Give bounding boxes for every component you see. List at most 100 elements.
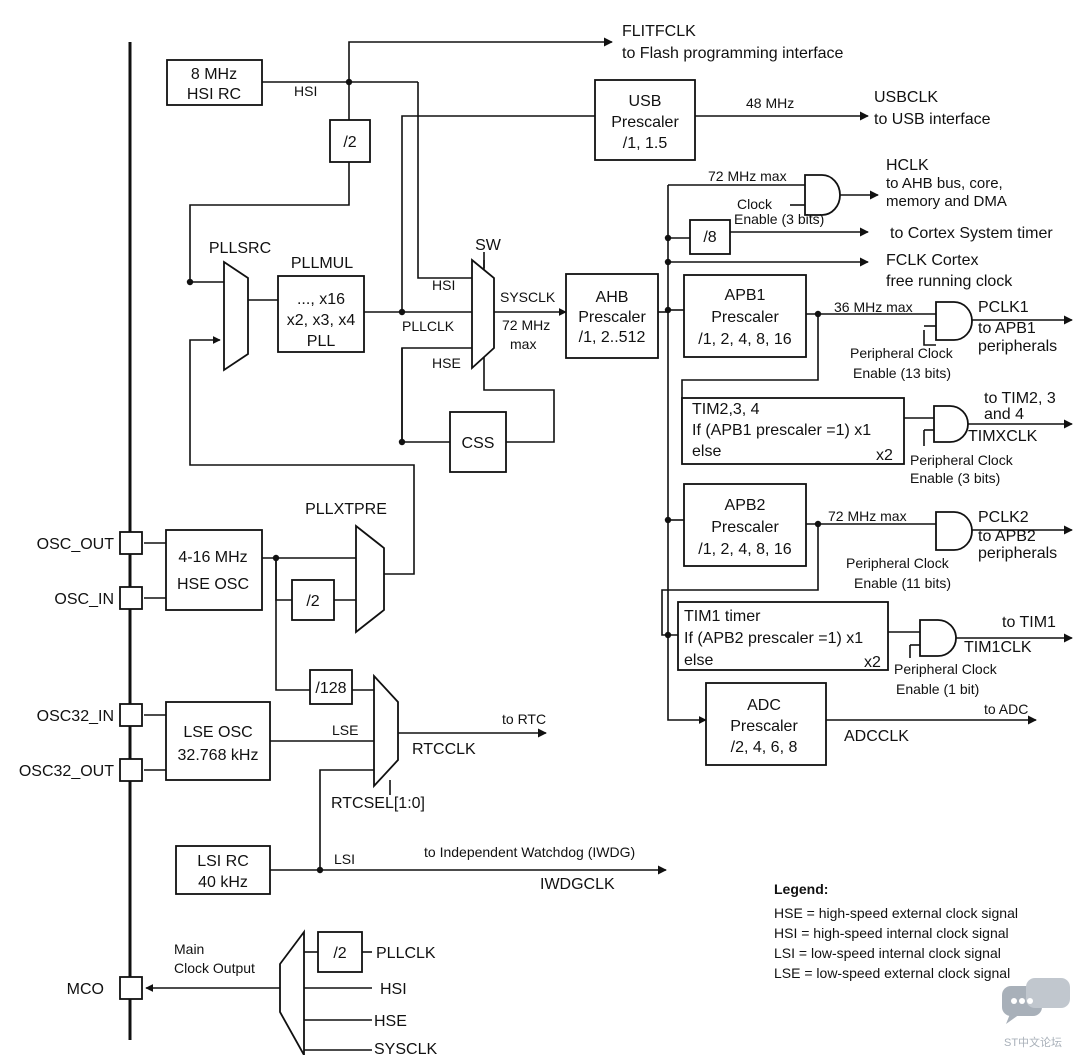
div128-label: /128 xyxy=(315,680,346,697)
iwdg-dest-label: to Independent Watchdog (IWDG) xyxy=(424,844,635,860)
pllxtpre-to-pllsrc xyxy=(189,336,415,575)
lse-osc-label-2: 32.768 kHz xyxy=(178,747,259,764)
lsi-to-rtc xyxy=(319,769,374,870)
apb1-label-1: APB1 xyxy=(725,287,766,304)
hse-to-div128 xyxy=(275,558,310,691)
rtcsel-mux xyxy=(373,673,399,789)
pllxtpre-mux xyxy=(355,524,385,634)
blocks xyxy=(119,59,973,1055)
sw-hsi-label: HSI xyxy=(432,277,455,293)
div8-box xyxy=(689,219,731,255)
sw-label: SW xyxy=(475,237,502,254)
usb-label-2: Prescaler xyxy=(611,114,679,131)
div8-label: /8 xyxy=(703,229,716,246)
ahb-label-3: /1, 2..512 xyxy=(579,329,646,346)
hsi-rc-box xyxy=(166,59,263,106)
lse-osc-box xyxy=(165,701,271,781)
lsi-rc-box xyxy=(175,845,271,895)
hse-div2-box xyxy=(291,579,335,621)
pce-13-label-1: Peripheral Clock xyxy=(850,345,954,361)
osc32-in-label: OSC32_IN xyxy=(37,708,114,725)
timxclk-label: TIMXCLK xyxy=(968,428,1038,445)
flitfclk-label: FLITFCLK xyxy=(622,23,696,40)
legend-hse: HSE = high-speed external clock signal xyxy=(774,905,1018,921)
pllsrc-mux xyxy=(223,260,249,372)
apb2-prescaler-box xyxy=(683,483,807,567)
pclk1-dest-1: to APB1 xyxy=(978,320,1036,337)
watermark-logo: ST中文论坛 xyxy=(1002,978,1070,1049)
pclk1-dest-2: peripherals xyxy=(978,338,1057,355)
osc32-out-pin xyxy=(119,758,143,782)
hclk-dest-1: to AHB bus, core, xyxy=(886,175,1003,192)
fclk-label-1: FCLK Cortex xyxy=(886,252,978,269)
mco-pin xyxy=(119,976,143,1000)
hclk-and-gate xyxy=(804,174,841,216)
apb2-label-2: Prescaler xyxy=(711,519,779,536)
lsi-rc-label-1: LSI RC xyxy=(197,853,249,870)
tim1clk-label: TIM1CLK xyxy=(964,639,1032,656)
clock-enable-1: Clock xyxy=(737,196,773,212)
pclk2-dest-1: to APB2 xyxy=(978,528,1036,545)
usb-interface-label: to USB interface xyxy=(874,111,991,128)
cortex-timer-label: to Cortex System timer xyxy=(890,225,1053,242)
pllmul-label: PLLMUL xyxy=(291,255,353,272)
mco-caption-2: Clock Output xyxy=(174,960,255,976)
usb-freq-label: 48 MHz xyxy=(746,95,794,111)
tim1clk-and-gate xyxy=(919,619,957,657)
sw-mux xyxy=(471,258,495,371)
pce-1-label-2: Enable (1 bit) xyxy=(896,681,979,697)
rtcclk-label: RTCCLK xyxy=(412,741,476,758)
legend-lsi: LSI = low-speed internal clock signal xyxy=(774,945,1001,961)
pclk2-and-gate xyxy=(935,511,973,551)
mco-caption-1: Main xyxy=(174,941,204,957)
sysclk-max-1: 72 MHz xyxy=(502,317,550,333)
osc32-out-label: OSC32_OUT xyxy=(19,763,114,780)
legend-title: Legend: xyxy=(774,881,828,897)
sw-hse-label: HSE xyxy=(432,355,461,371)
tim234-dest-1: to TIM2, 3 xyxy=(984,390,1056,407)
div128-box xyxy=(309,669,353,705)
usb-prescaler-box xyxy=(594,79,696,161)
apb1-label-2: Prescaler xyxy=(711,309,779,326)
timxclk-and-gate xyxy=(933,405,969,443)
hclk-label: HCLK xyxy=(886,157,929,174)
mco-pin-label: MCO xyxy=(67,981,104,998)
pclk1-and-gate xyxy=(935,301,973,341)
hsi-wire-label: HSI xyxy=(294,83,317,99)
mco-hse-label: HSE xyxy=(374,1013,407,1030)
hse-osc-label-1: 4-16 MHz xyxy=(178,549,247,566)
pclk1-label: PCLK1 xyxy=(978,299,1029,316)
hsi-rc-label-2: HSI RC xyxy=(187,86,241,103)
osc-in-label: OSC_IN xyxy=(54,591,114,608)
hsi-div2-box xyxy=(329,119,371,163)
apb2-label-1: APB2 xyxy=(725,497,766,514)
pce-13-label-2: Enable (13 bits) xyxy=(853,365,951,381)
hsi-div2-to-pllsrc xyxy=(189,162,350,283)
mco-div2-label: /2 xyxy=(333,945,346,962)
adc-label-2: Prescaler xyxy=(730,718,798,735)
lse-osc-label-1: LSE OSC xyxy=(183,724,252,741)
pll-label-1: ..., x16 xyxy=(297,291,345,308)
hclk-max-label: 72 MHz max xyxy=(708,168,787,184)
mco-pllclk-label: PLLCLK xyxy=(376,945,436,962)
apb1-label-3: /1, 2, 4, 8, 16 xyxy=(698,331,792,348)
tim1-multiplier-box xyxy=(677,601,889,671)
flitfclk-wire xyxy=(348,37,613,82)
hsi-rc-label-1: 8 MHz xyxy=(191,66,237,83)
osc32-in-pin xyxy=(119,703,143,727)
mco-sysclk-label: SYSCLK xyxy=(374,1041,437,1055)
labels: 8 MHz HSI RC /2 USB Prescaler /1, 1.5 PL… xyxy=(19,23,1057,1055)
css-box xyxy=(449,411,507,473)
osc-out-label: OSC_OUT xyxy=(37,536,115,553)
pclk2-dest-2: peripherals xyxy=(978,545,1057,562)
adc-prescaler-box xyxy=(705,682,827,766)
pllsrc-label: PLLSRC xyxy=(209,240,271,257)
tim234-multiplier-box xyxy=(681,397,905,465)
apb2-label-3: /1, 2, 4, 8, 16 xyxy=(698,541,792,558)
adc-label-1: ADC xyxy=(747,697,781,714)
apb1-max-label: 36 MHz max xyxy=(834,299,913,315)
pce-11-label-1: Peripheral Clock xyxy=(846,555,950,571)
tim1-label-2: If (APB2 prescaler =1) x1 xyxy=(684,630,863,647)
pce-11-label-2: Enable (11 bits) xyxy=(854,575,951,591)
flash-interface-label: to Flash programming interface xyxy=(622,45,844,62)
